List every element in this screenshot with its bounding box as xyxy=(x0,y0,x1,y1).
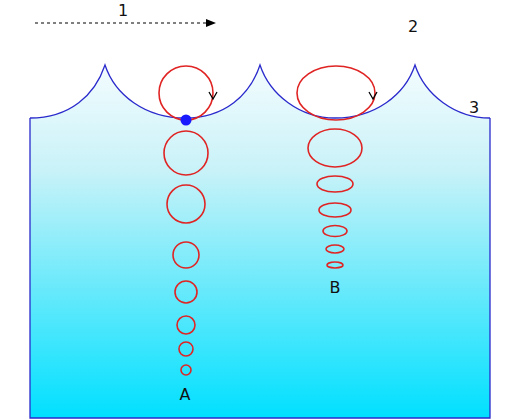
column-label: B xyxy=(330,280,341,296)
callout-number: 2 xyxy=(408,19,418,35)
tank-outline xyxy=(30,118,490,418)
rotation-mark xyxy=(369,92,377,99)
water-particle xyxy=(181,115,192,126)
water-body xyxy=(30,65,490,418)
callout-number: 3 xyxy=(469,100,479,116)
column-label: A xyxy=(180,387,191,403)
callout-number: 1 xyxy=(118,3,128,19)
rotation-mark xyxy=(209,92,217,99)
orbit-column-b xyxy=(297,66,375,268)
orbit-column-a xyxy=(159,66,213,375)
wave-surface xyxy=(30,65,490,118)
direction-arrow xyxy=(35,22,215,23)
